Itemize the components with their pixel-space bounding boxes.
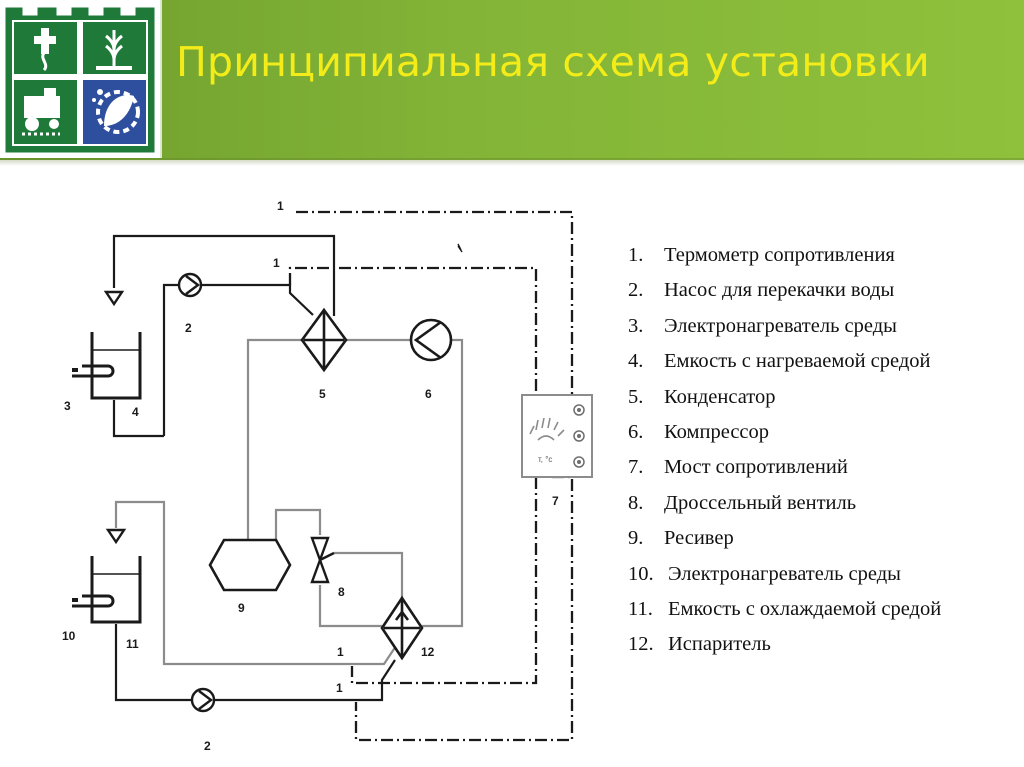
label-valve: 8 [338, 585, 345, 599]
label-receiver: 9 [238, 601, 245, 615]
label-tank-bottom: 11 [126, 637, 139, 651]
label-bridge: 7 [552, 494, 559, 508]
banner-shadow [0, 158, 1024, 166]
legend-item: 2. Насос для перекачки воды [628, 273, 941, 308]
legend-text: Электронагреватель среды [664, 314, 897, 337]
label-tank-top: 4 [132, 405, 139, 419]
pump-top-icon [177, 272, 203, 298]
legend-text: Мост сопротивлений [664, 456, 848, 479]
label-condenser: 5 [319, 387, 326, 401]
compressor-icon [409, 318, 453, 362]
legend-item: 6. Компрессор [628, 415, 941, 450]
legend-number: 8. [628, 491, 644, 514]
label-pump-top: 2 [185, 321, 192, 335]
legend-item: 5. Конденсатор [628, 380, 941, 415]
evaporator-icon [380, 595, 424, 661]
component-legend: 1. Термометр сопротивления 2. Насос для пе… [628, 238, 941, 663]
legend-text: Емкость с нагреваемой средой [664, 350, 931, 373]
legend-number: 5. [628, 385, 644, 408]
label-sensor-1d: 1 [336, 681, 343, 695]
label-heater-top: 3 [64, 399, 71, 413]
legend-number: 7. [628, 456, 644, 479]
receiver-icon [208, 538, 292, 592]
heater-bottom-icon [72, 594, 115, 608]
legend-text: Конденсатор [664, 385, 776, 408]
logo-emblem [5, 7, 155, 153]
legend-item: 12. Испаритель [628, 627, 941, 662]
cooling-circuit [114, 624, 396, 702]
legend-item: 11. Емкость с охлаждаемой средой [628, 592, 941, 627]
legend-number: 3. [628, 314, 644, 337]
label-sensor-1c: 1 [337, 645, 344, 659]
page-title: Принципиальная схема установки [176, 38, 930, 86]
legend-text: Термометр сопротивления [664, 244, 895, 266]
legend-item: 10. Электронагреватель среды [628, 557, 941, 592]
legend-text: Испаритель [668, 633, 771, 656]
sensor-top-icon [103, 290, 125, 307]
legend-number: 2. [628, 279, 644, 302]
legend-text: Насос для перекачки воды [664, 279, 895, 302]
legend-number: 1. [628, 244, 644, 266]
label-sensor-1b: 1 [273, 256, 280, 270]
legend-number: 4. [628, 350, 644, 373]
legend-number: 10. [628, 562, 654, 585]
condenser-icon [300, 307, 348, 373]
label-evaporator: 12 [421, 645, 435, 659]
refrigerant-circuit [246, 338, 464, 628]
sensor-bottom-icon [105, 528, 127, 545]
throttle-valve-icon [310, 536, 335, 584]
legend-item: 9. Ресивер [628, 521, 941, 556]
cooling-return [114, 500, 397, 666]
legend-text: Компрессор [664, 420, 770, 443]
legend-number: 12. [628, 633, 654, 656]
legend-number: 9. [628, 527, 644, 550]
signal-lines [288, 210, 574, 742]
legend-text: Электронагреватель среды [668, 562, 901, 585]
installation-schematic: т, °с 1 1 2 3 4 5 6 7 8 9 10 11 12 1 1 2 [62, 199, 593, 753]
legend-item: 7. Мост сопротивлений [628, 450, 941, 485]
legend-number: 11. [628, 597, 653, 620]
legend-text: Ресивер [664, 527, 734, 550]
label-pump-bottom: 2 [204, 739, 211, 753]
legend-number: 6. [628, 420, 644, 443]
label-compressor: 6 [425, 387, 432, 401]
label-sensor-1a: 1 [277, 199, 284, 213]
legend-text: Емкость с охлаждаемой средой [668, 597, 942, 620]
legend-item: 1. Термометр сопротивления [628, 238, 941, 273]
diagram-labels: 1 1 2 3 4 5 6 7 8 9 10 11 12 1 1 2 [62, 199, 559, 753]
heater-top-icon [72, 364, 115, 378]
tank-bottom [90, 556, 142, 624]
resistance-bridge-icon: т, °с [521, 394, 593, 478]
university-logo [0, 0, 162, 158]
heating-circuit [112, 234, 336, 438]
label-heater-bottom: 10 [62, 629, 76, 643]
legend-item: 3. Электронагреватель среды [628, 309, 941, 344]
legend-text: Дроссельный вентиль [664, 491, 857, 514]
legend-item: 8. Дроссельный вентиль [628, 486, 941, 521]
bridge-display-label: т, °с [538, 455, 552, 464]
pump-bottom-icon [190, 687, 216, 713]
legend-item: 4. Емкость с нагреваемой средой [628, 344, 941, 379]
title-banner [0, 0, 1024, 160]
